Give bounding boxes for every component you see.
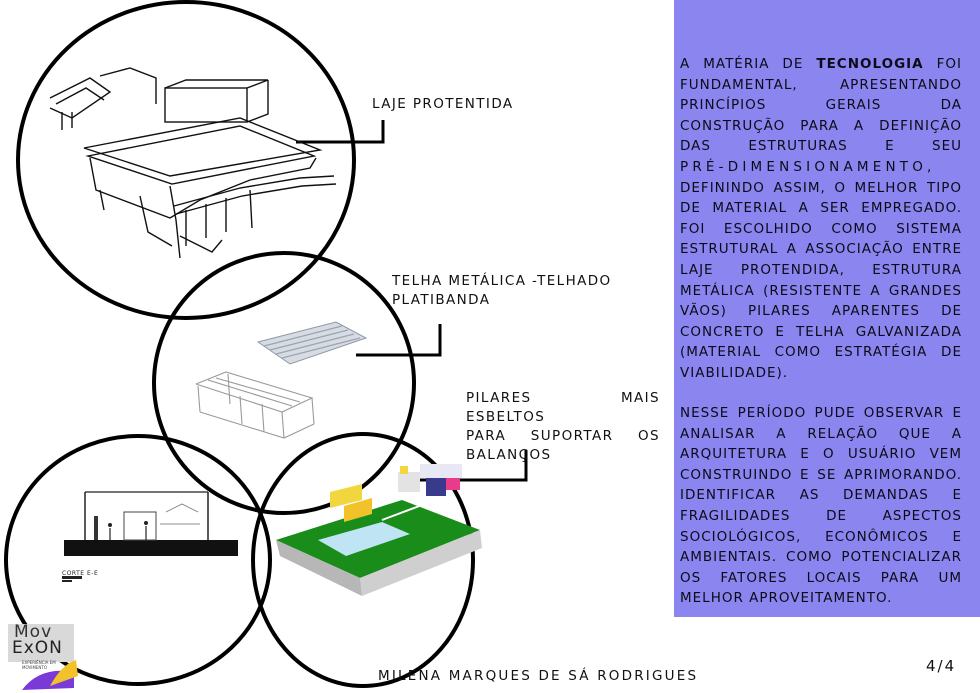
logo-tagline-2: MOVIMENTO: [22, 665, 48, 670]
panel-paragraph-1: A MATÉRIA DE TECNOLOGIA FOI FUNDAMENTAL,…: [680, 54, 962, 384]
callout-laje: LAJE PROTENTIDA: [372, 95, 514, 114]
paragraph-1-line: DE MATERIAL A SER EMPREGADO.: [680, 200, 962, 217]
paragraph-1-line: ESTRUTURAL A ASSOCIAÇÃO ENTRE: [680, 241, 962, 258]
paragraph-1-line: CONCRETO E TELHA GALVANIZADA: [680, 323, 962, 340]
paragraph-2-line: NESSE PERÍODO PUDE OBSERVAR E: [680, 405, 962, 421]
callout-pilares-line-3: BALANÇOS: [466, 447, 552, 463]
paragraph-2-line: ANALISAR A RELAÇÃO QUE A: [680, 425, 962, 442]
paragraph-2-line: CONSTRUINDO E SE APRIMORANDO.: [680, 466, 962, 483]
panel-paragraph-2: NESSE PERÍODO PUDE OBSERVAR E ANALISAR A…: [680, 403, 962, 609]
circle-roof-slab: [16, 0, 356, 320]
paragraph-1-line: PRÉ-DIMENSIONAMENTO,: [680, 158, 936, 175]
logo-tagline-1: EXPERIÊNCIA EM: [22, 660, 56, 665]
callout-pilares-line-1: PILARES MAIS ESBELTOS: [466, 390, 660, 425]
paragraph-1-line: DEFININDO ASSIM, O MELHOR TIPO: [680, 179, 962, 196]
paragraph-1-line: FUNDAMENTAL, APRESENTANDO: [680, 76, 962, 93]
paragraph-1-line: (MATERIAL COMO ESTRATÉGIA DE: [680, 344, 962, 361]
paragraph-2-line: FRAGILIDADES DE ASPECTOS: [680, 507, 962, 524]
paragraph-2-line: IDENTIFICAR AS DEMANDAS E: [680, 487, 962, 504]
paragraph-2-line: MELHOR APROVEITAMENTO.: [680, 590, 893, 607]
paragraph-1-line: A MATÉRIA DE TECNOLOGIA FOI: [680, 56, 962, 72]
logo-line-2: ExON: [12, 638, 63, 658]
callout-pilares: PILARES MAIS ESBELTOS PARA SUPORTAR OS B…: [466, 389, 660, 465]
logo-line-1: Mov: [14, 622, 53, 642]
paragraph-2-line: AMBIENTAIS. COMO POTENCIALIZAR: [680, 549, 962, 566]
highlight-tecnologia: TECNOLOGIA: [816, 56, 924, 72]
paragraph-2-line: SOCIOLÓGICOS, ECONÔMICOS E: [680, 528, 962, 545]
paragraph-1-line: CONSTRUÇÃO PARA A DEFINIÇÃO: [680, 117, 962, 134]
circle-metal-structure: [152, 251, 416, 515]
3d-model-render: [276, 464, 482, 596]
paragraph-1-line: METÁLICA (RESISTENTE A GRANDES: [680, 282, 962, 299]
section-drawing: [62, 491, 238, 582]
paragraph-1-line: LAJE PROTENDIDA, ESTRUTURA: [680, 261, 962, 278]
movexon-logo-mark: [8, 624, 78, 690]
callout-telha-line-1: TELHA METÁLICA -TELHADO: [392, 273, 612, 289]
leader-telha: [356, 324, 442, 357]
callout-pilares-line-2: PARA SUPORTAR OS: [466, 428, 660, 444]
author-name: MILENA MARQUES DE SÁ RODRIGUES: [378, 668, 699, 684]
paragraph-1-line: DAS ESTRUTURAS E SEU: [680, 138, 962, 155]
paragraph-1-line: VIABILIDADE).: [680, 364, 789, 381]
metal-roof-sheet: [256, 321, 368, 365]
text-panel: [674, 0, 980, 617]
paragraph-2-line: ARQUITETURA E O USUÁRIO VEM: [680, 446, 962, 463]
callout-telha: TELHA METÁLICA -TELHADO PLATIBANDA: [392, 272, 612, 310]
paragraph-1-line: PRINCÍPIOS GERAIS DA: [680, 97, 962, 114]
paragraph-1-line: VÃOS) PILARES APARENTES DE: [680, 303, 962, 320]
movexon-logo: Mov ExON EXPERIÊNCIA EM MOVIMENTO: [8, 622, 78, 688]
paragraph-2-line: OS FATORES LOCAIS PARA UM: [680, 569, 962, 586]
circle-3d-model: [251, 432, 475, 688]
callout-telha-line-2: PLATIBANDA: [392, 292, 491, 308]
page-number: 4/4: [926, 657, 957, 675]
circle-section: [4, 434, 272, 686]
section-label: CORTE E-E: [62, 570, 99, 577]
metal-frame-wireframe: [195, 371, 315, 439]
paragraph-1-line: FOI ESCOLHIDO COMO SISTEMA: [680, 220, 962, 237]
building-sketch: [49, 67, 337, 259]
leader-laje: [296, 120, 385, 144]
callout-laje-text: LAJE PROTENTIDA: [372, 96, 514, 112]
